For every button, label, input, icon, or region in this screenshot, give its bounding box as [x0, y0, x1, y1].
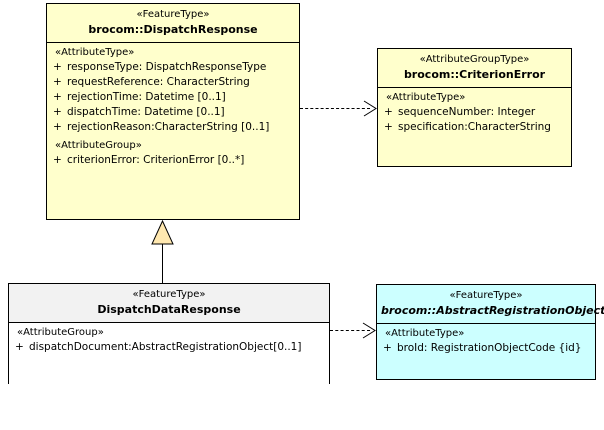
attribute-row: + broId: RegistrationObjectCode {id}	[377, 341, 595, 356]
class-header: «FeatureType» brocom::DispatchResponse	[47, 4, 299, 42]
attribute-row: + dispatchDocument:AbstractRegistrationO…	[9, 340, 329, 355]
attribute-text: dispatchTime: Datetime [0..1]	[67, 106, 225, 118]
connector-dispatchresponse-criterionerror	[300, 108, 370, 109]
attribute-compartment: «AttributeType» + broId: RegistrationObj…	[377, 324, 595, 361]
attribute-text: requestReference: CharacterString	[67, 76, 250, 88]
connector-generalization-line	[162, 244, 163, 283]
generalization-triangle-icon	[151, 220, 174, 245]
attribute-row: + sequenceNumber: Integer	[378, 105, 571, 120]
class-name: brocom::AbstractRegistrationObject	[381, 304, 604, 317]
visibility-marker: +	[383, 342, 392, 354]
attribute-row: + requestReference: CharacterString	[47, 75, 299, 90]
attribute-text: responseType: DispatchResponseType	[67, 61, 267, 73]
attribute-row: + responseType: DispatchResponseType	[47, 60, 299, 75]
class-header: «FeatureType» brocom::AbstractRegistrati…	[377, 285, 604, 323]
attribute-text: rejectionReason:CharacterString [0..1]	[67, 121, 270, 133]
attribute-compartment: «AttributeType» + sequenceNumber: Intege…	[378, 88, 571, 140]
visibility-marker: +	[53, 154, 62, 166]
visibility-marker: +	[384, 121, 393, 133]
class-name: DispatchDataResponse	[97, 303, 241, 316]
visibility-marker: +	[53, 121, 62, 133]
class-divider	[378, 87, 571, 88]
attribute-text: specification:CharacterString	[398, 121, 551, 133]
class-stereotype: «FeatureType»	[449, 290, 523, 301]
class-criterion-error[interactable]: «AttributeGroupType» brocom::CriterionEr…	[377, 48, 572, 167]
attributetype-label: «AttributeType»	[385, 328, 465, 339]
attributegroup-label: «AttributeGroup»	[55, 140, 142, 151]
class-divider	[47, 42, 299, 43]
class-stereotype: «FeatureType»	[136, 9, 210, 20]
attribute-text: broId: RegistrationObjectCode {id}	[397, 342, 582, 354]
class-name: brocom::DispatchResponse	[88, 23, 258, 36]
attribute-text: rejectionTime: Datetime [0..1]	[67, 91, 226, 103]
attributetype-label: «AttributeType»	[55, 47, 135, 58]
visibility-marker: +	[53, 61, 62, 73]
visibility-marker: +	[53, 91, 62, 103]
class-dispatch-data-response[interactable]: «FeatureType» DispatchDataResponse «Attr…	[8, 283, 330, 430]
attribute-text: sequenceNumber: Integer	[398, 106, 536, 118]
class-header: «FeatureType» DispatchDataResponse	[9, 284, 329, 322]
class-name: brocom::CriterionError	[403, 68, 546, 81]
attribute-row: + criterionError: CriterionError [0..*]	[47, 153, 299, 168]
class-header: «AttributeGroupType» brocom::CriterionEr…	[378, 49, 571, 87]
attribute-row: + rejectionTime: Datetime [0..1]	[47, 90, 299, 105]
attributegroup-label: «AttributeGroup»	[17, 327, 104, 338]
attribute-text: criterionError: CriterionError [0..*]	[67, 154, 245, 166]
attribute-compartment: «AttributeGroup» + dispatchDocument:Abst…	[9, 323, 329, 430]
class-stereotype: «AttributeGroupType»	[419, 54, 530, 65]
attribute-row: + dispatchTime: Datetime [0..1]	[47, 105, 299, 120]
attributetype-label: «AttributeType»	[386, 92, 466, 103]
class-divider	[377, 323, 595, 324]
visibility-marker: +	[53, 106, 62, 118]
attribute-row: + specification:CharacterString	[378, 120, 571, 135]
class-stereotype: «FeatureType»	[132, 289, 206, 300]
open-arrow-icon	[362, 322, 376, 339]
visibility-marker: +	[384, 106, 393, 118]
attribute-compartment: «AttributeType» + responseType: Dispatch…	[47, 43, 299, 173]
class-divider	[9, 322, 329, 323]
visibility-marker: +	[15, 341, 24, 353]
class-dispatch-response[interactable]: «FeatureType» brocom::DispatchResponse «…	[46, 3, 300, 220]
open-arrow-icon	[363, 100, 377, 117]
class-abstract-registration-object[interactable]: «FeatureType» brocom::AbstractRegistrati…	[376, 284, 604, 380]
attribute-row: + rejectionReason:CharacterString [0..1]	[47, 120, 299, 135]
visibility-marker: +	[53, 76, 62, 88]
attribute-text: dispatchDocument:AbstractRegistrationObj…	[29, 341, 302, 353]
connector-dispatchdataresponse-abstractregistrationobject	[330, 330, 370, 331]
